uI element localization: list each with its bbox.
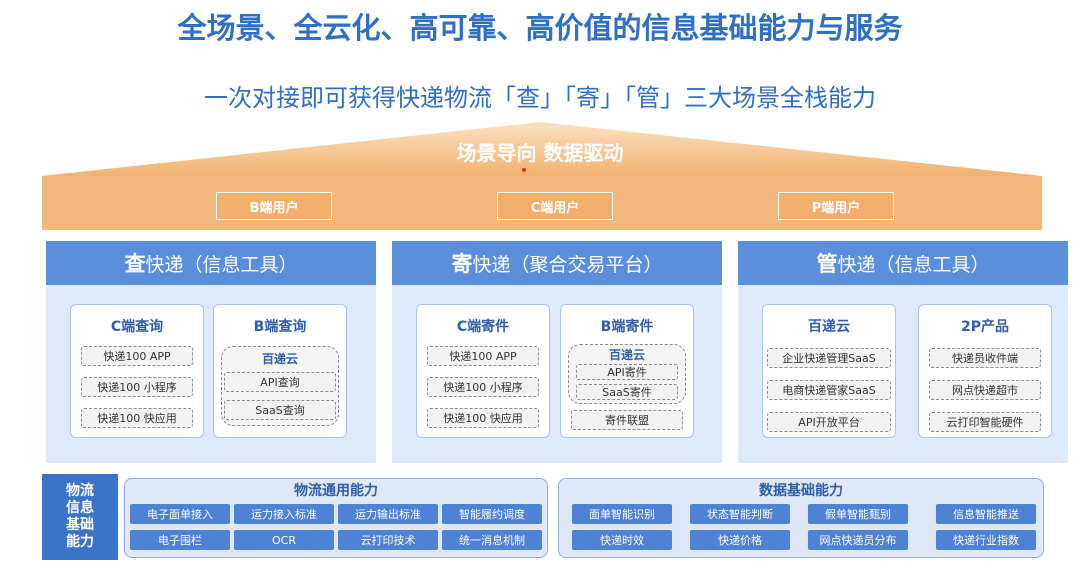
cap-item: 快递价格 — [690, 530, 790, 550]
roof-label: 场景导向 数据驱动 — [456, 140, 624, 165]
cap-item: 网点快递员分布 — [808, 530, 908, 550]
pill-send-alliance: 寄件联盟 — [571, 410, 683, 430]
capability-side-label-line: 能力 — [66, 534, 94, 550]
panel-query-head-big: 查 — [124, 252, 146, 276]
pill-send-quickapp: 快递100 快应用 — [427, 408, 539, 428]
cap-item: 面单智能识别 — [572, 504, 672, 524]
pill-api-open-platform: API开放平台 — [767, 412, 891, 432]
pill-miniprogram: 快递100 小程序 — [81, 377, 193, 397]
card-2p-products-title: 2P产品 — [960, 319, 1009, 335]
panel-send-head-text: 快递（聚合交易平台） — [472, 253, 663, 276]
pill-saas-send: SaaS寄件 — [576, 384, 678, 400]
panel-manage-head: 管快递（信息工具） — [738, 241, 1068, 285]
subbox-baidiyun-query-title: 百递云 — [261, 351, 298, 366]
pill-outlet-supermarket: 网点快递超市 — [929, 380, 1041, 400]
subbox-baidiyun-send-title: 百递云 — [608, 347, 645, 362]
card-b-send-title: B端寄件 — [600, 319, 654, 335]
cap-item: 快递时效 — [572, 530, 672, 550]
capability-side-label: 物流 信息 基础 能力 — [42, 474, 118, 560]
pill-quickapp: 快递100 快应用 — [81, 408, 193, 428]
cap-item: 电子围栏 — [130, 530, 230, 550]
capability-side-label-line: 物流 — [66, 483, 94, 499]
pill-courier-app: 快递员收件端 — [929, 348, 1041, 368]
capability-side-label-line: 基础 — [66, 517, 94, 533]
page-title: 全场景、全云化、高可靠、高价值的信息基础能力与服务 — [177, 11, 903, 45]
cap-item: 运力接入标准 — [234, 504, 334, 524]
cap-item: 统一消息机制 — [442, 530, 542, 550]
pill-saas-query: SaaS查询 — [224, 400, 336, 420]
panel-query-head: 查快递（信息工具） — [46, 241, 376, 285]
panel-manage-head-big: 管 — [816, 252, 838, 276]
cap-item: 云打印技术 — [338, 530, 438, 550]
user-box-b: B端用户 — [216, 192, 332, 220]
cap-item: 状态智能判断 — [690, 504, 790, 524]
capability-side-label-line: 信息 — [66, 500, 94, 516]
card-baidiyun-title: 百递云 — [808, 319, 850, 335]
roof-marker-dot — [522, 168, 526, 172]
logistics-capability-title: 物流通用能力 — [294, 483, 378, 499]
cap-item: OCR — [234, 530, 334, 550]
pill-enterprise-saas: 企业快递管理SaaS — [767, 348, 891, 368]
pill-send-app: 快递100 APP — [427, 346, 539, 366]
pill-api-query: API查询 — [224, 372, 336, 392]
page-subtitle: 一次对接即可获得快递物流「查」「寄」「管」三大场景全栈能力 — [204, 83, 876, 112]
pill-send-miniprogram: 快递100 小程序 — [427, 377, 539, 397]
cap-item: 智能履约调度 — [442, 504, 542, 524]
cap-item: 快递行业指数 — [936, 530, 1036, 550]
card-c-send-title: C端寄件 — [456, 319, 510, 335]
card-b-query-title: B端查询 — [253, 319, 307, 335]
panel-query-head-text: 快递（信息工具） — [145, 253, 298, 276]
user-box-p: P端用户 — [778, 192, 894, 220]
pill-cloud-print-hardware: 云打印智能硬件 — [929, 412, 1041, 432]
pill-api-send: API寄件 — [576, 364, 678, 380]
cap-item: 电子面单接入 — [130, 504, 230, 524]
card-c-query-title: C端查询 — [110, 319, 164, 335]
data-capability-title: 数据基础能力 — [759, 483, 843, 499]
panel-manage-head-text: 快递（信息工具） — [837, 253, 990, 276]
user-box-c: C端用户 — [497, 192, 613, 220]
cap-item: 信息智能推送 — [936, 504, 1036, 524]
pill-app: 快递100 APP — [81, 346, 193, 366]
cap-item: 运力输出标准 — [338, 504, 438, 524]
cap-item: 假单智能甄别 — [808, 504, 908, 524]
panel-send-head-big: 寄 — [451, 252, 473, 276]
panel-send-head: 寄快递（聚合交易平台） — [392, 241, 722, 285]
pill-ecommerce-saas: 电商快递管家SaaS — [767, 380, 891, 400]
